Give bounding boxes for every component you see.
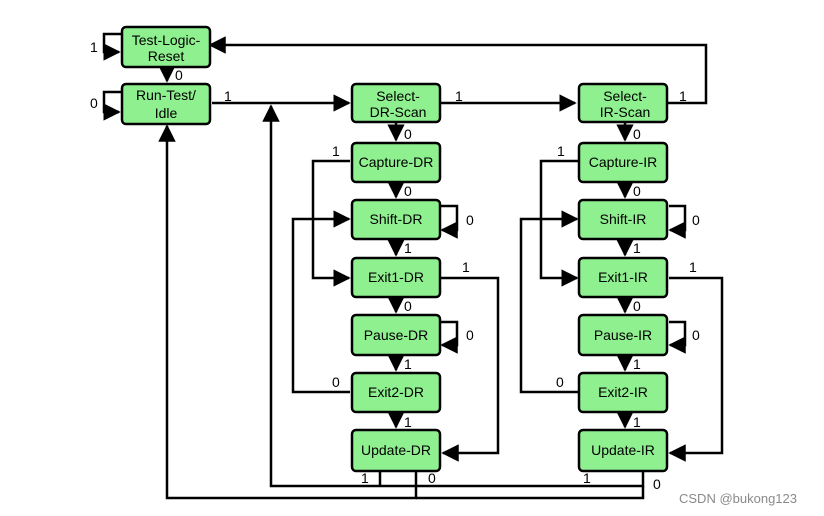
label-seldr-selir: 1: [455, 88, 463, 104]
label-exit2dr-shiftdr: 0: [332, 374, 340, 390]
wire-updateir-0: [416, 486, 645, 500]
label-selir-tlr: 1: [679, 88, 687, 104]
state-label: Capture-IR: [589, 154, 657, 170]
state-label: Update-IR: [591, 442, 655, 458]
state-label: Pause-IR: [594, 327, 652, 343]
state-label: Run-Test/: [136, 87, 196, 103]
label-exit1dr-pausedr: 0: [404, 298, 412, 314]
label-exit2ir-updateir: 1: [633, 414, 641, 430]
state-label: Exit1-DR: [368, 269, 424, 285]
state-exit1-dr: Exit1-DR: [350, 256, 442, 299]
label-rti-seldr: 1: [224, 88, 232, 104]
label-exit1dr-updatedr: 1: [462, 259, 470, 275]
label-rti-self: 0: [90, 95, 98, 111]
label-exit1ir-updateir: 1: [689, 259, 697, 275]
label-pauseir-self: 0: [692, 327, 700, 343]
label-shiftir-self: 0: [692, 212, 700, 228]
label-capir-exit1ir: 1: [557, 143, 565, 159]
wire-shiftdr-self: [440, 204, 459, 239]
label-tlr-rti: 0: [175, 67, 183, 83]
state-label: Update-DR: [361, 442, 431, 458]
state-pause-dr: Pause-DR: [350, 313, 442, 357]
state-label: Exit2-IR: [598, 384, 648, 400]
state-exit2-ir: Exit2-IR: [577, 371, 669, 414]
label-updatedr-0: 0: [428, 470, 436, 486]
wire-rti-self: [102, 90, 122, 121]
state-capture-dr: Capture-DR: [350, 141, 442, 184]
state-shift-ir: Shift-IR: [577, 198, 669, 241]
state-label: Pause-DR: [364, 327, 429, 343]
label-pausedr-self: 0: [466, 327, 474, 343]
state-label: Exit1-IR: [598, 269, 648, 285]
state-label: Idle: [155, 105, 178, 121]
state-select-dr-scan: Select- DR-Scan: [350, 82, 442, 124]
label-exit2ir-shiftir: 0: [556, 374, 564, 390]
label-shiftdr-exit1dr: 1: [404, 240, 412, 256]
state-label: Capture-DR: [359, 154, 434, 170]
state-pause-ir: Pause-IR: [577, 313, 669, 357]
state-label: Shift-IR: [600, 211, 647, 227]
label-shiftir-exit1ir: 1: [633, 240, 641, 256]
wire-exit2dr-shiftdr: [291, 210, 351, 394]
wire-pauseir-self: [668, 320, 687, 354]
label-updatedr-1: 1: [361, 470, 369, 486]
wire-exit2ir-shiftir: [519, 210, 579, 394]
label-updateir-0: 0: [653, 476, 661, 492]
label-pauseir-exit2ir: 1: [633, 356, 641, 372]
wire-pausedr-self: [440, 320, 459, 354]
label-exit1ir-pauseir: 0: [633, 298, 641, 314]
state-update-dr: Update-DR: [350, 428, 442, 473]
label-capdr-shiftdr: 0: [404, 183, 412, 199]
label-exit2dr-updatedr: 1: [404, 414, 412, 430]
state-label: Select-: [376, 88, 420, 104]
label-tlr-self: 1: [90, 39, 98, 55]
wire-exit1ir-updateir: [668, 276, 724, 462]
state-label: IR-Scan: [600, 104, 651, 120]
state-label: DR-Scan: [370, 104, 427, 120]
state-exit1-ir: Exit1-IR: [577, 256, 669, 299]
label-capir-shiftir: 0: [633, 183, 641, 199]
state-update-ir: Update-IR: [577, 428, 669, 473]
state-run-test-idle: Run-Test/ Idle: [120, 82, 212, 126]
state-select-ir-scan: Select- IR-Scan: [577, 82, 669, 124]
wire-update-0-bus: [158, 124, 418, 500]
state-label: Test-Logic-: [132, 32, 201, 48]
wire-shiftir-self: [668, 204, 687, 239]
state-label: Shift-DR: [370, 211, 423, 227]
watermark: CSDN @bukong123: [679, 491, 797, 506]
label-shiftdr-self: 0: [466, 212, 474, 228]
wire-update-1-bus: [262, 104, 645, 488]
state-capture-ir: Capture-IR: [577, 141, 669, 184]
label-seldr-capdr: 0: [404, 126, 412, 142]
label-pausedr-exit2dr: 1: [404, 356, 412, 372]
transition-wires: [102, 32, 724, 500]
state-label: Exit2-DR: [368, 384, 424, 400]
state-label: Reset: [148, 48, 185, 64]
state-test-logic-reset: Test-Logic- Reset: [120, 25, 212, 69]
transition-labels: 1 0 0 1 1 1 0 0 1 0 0 1 1 0 0 1 0 1 1 0 …: [90, 39, 700, 492]
wire-exit1dr-updatedr: [441, 276, 500, 462]
wire-tlr-self: [102, 32, 122, 61]
label-capdr-exit1dr: 1: [332, 143, 340, 159]
state-shift-dr: Shift-DR: [350, 198, 442, 241]
state-label: Select-: [603, 88, 647, 104]
label-selir-capir: 0: [633, 126, 641, 142]
state-exit2-dr: Exit2-DR: [350, 371, 442, 414]
wire-selir-tlr: [208, 36, 708, 105]
label-updateir-1: 1: [583, 470, 591, 486]
